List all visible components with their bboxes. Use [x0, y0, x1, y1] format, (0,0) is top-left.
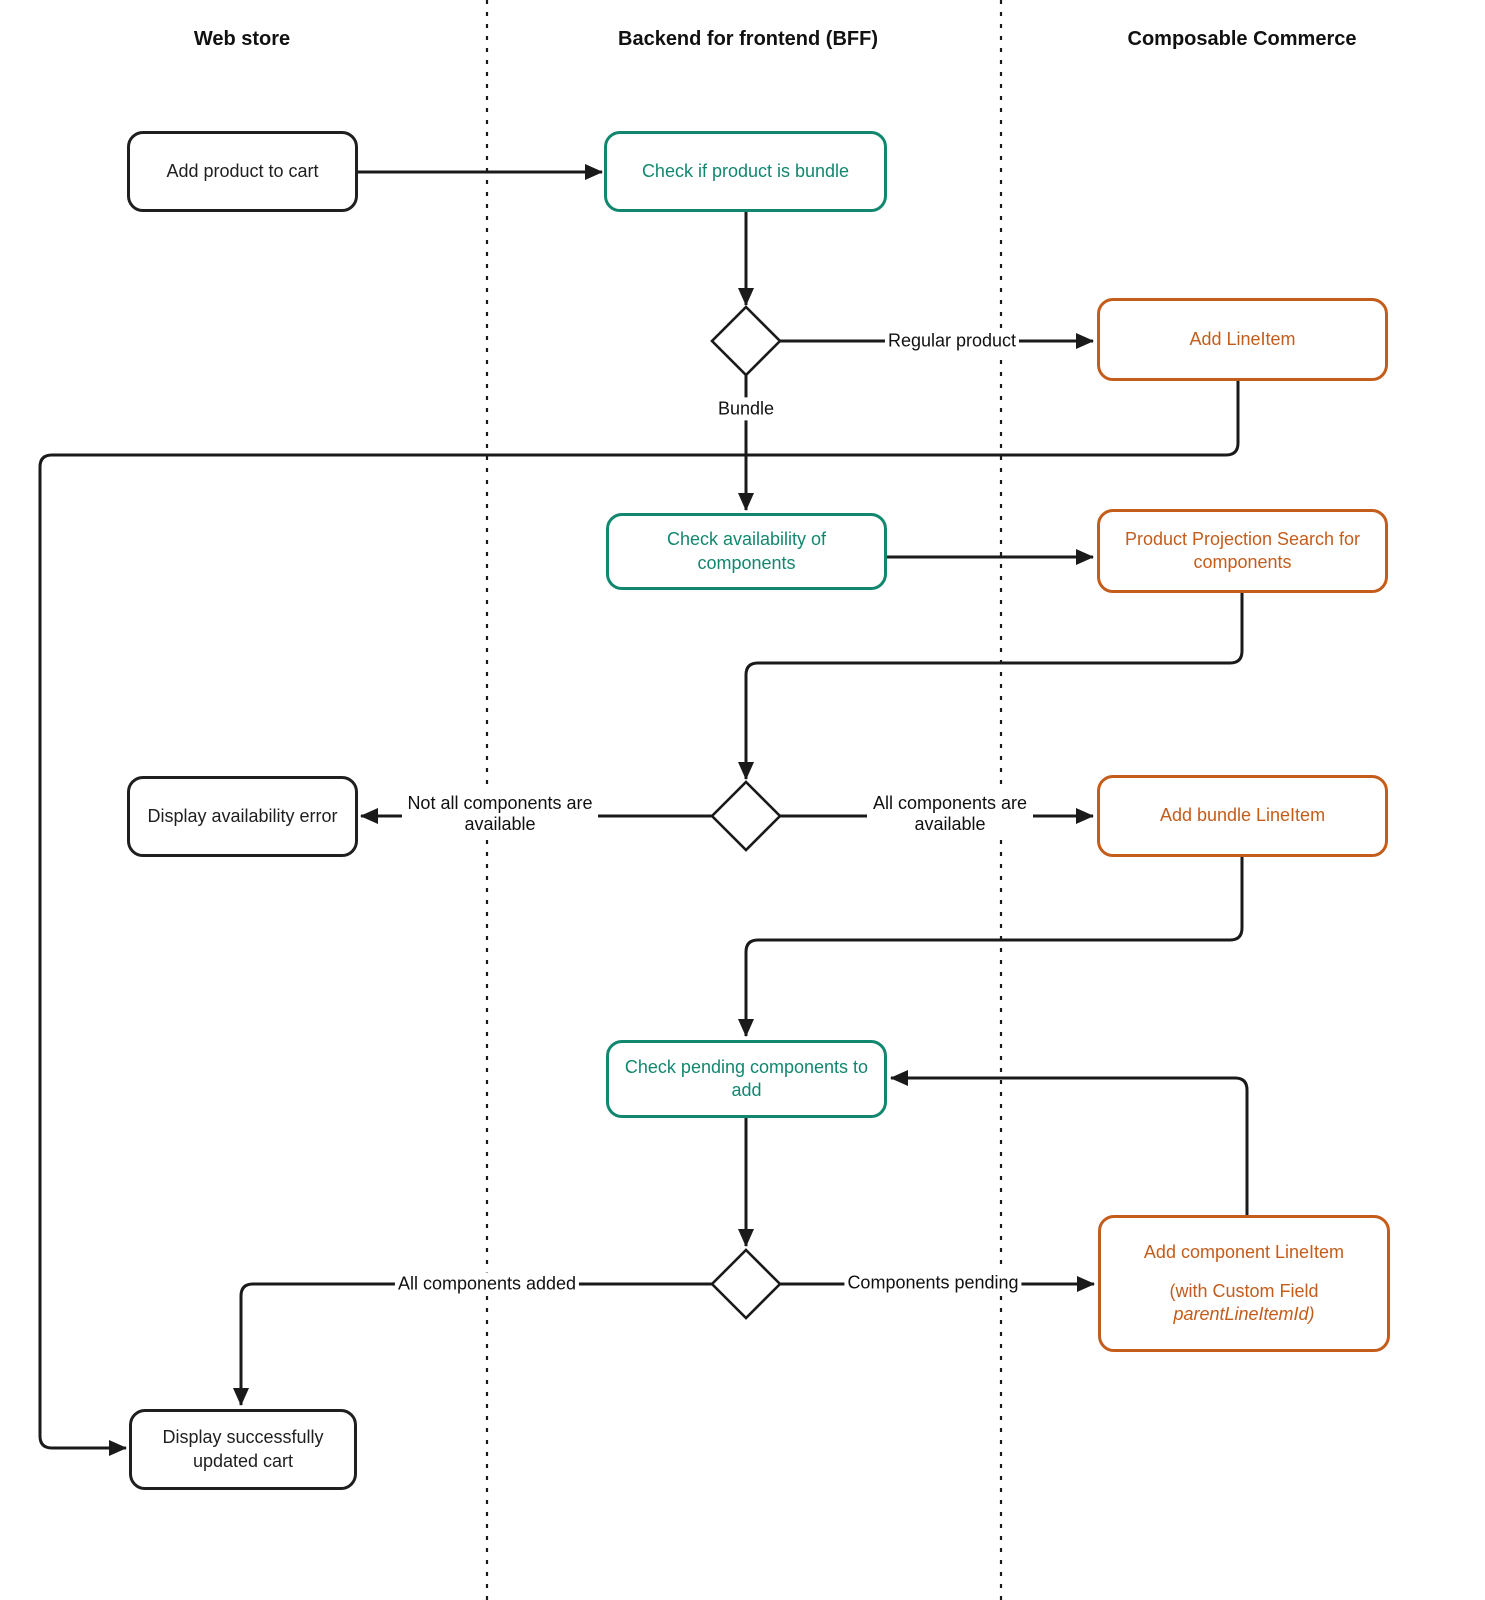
node-label: Add component LineItem: [1143, 1241, 1345, 1262]
node-label: Add product to cart: [166, 160, 319, 181]
node-label: Check if product is bundle: [641, 160, 850, 181]
node-add-bundle-lineitem: Add bundle LineItem: [1097, 775, 1388, 857]
node-check-availability-of-components: Check availability of components: [606, 513, 887, 590]
lane-title-bff: Backend for frontend (BFF): [618, 28, 878, 50]
edge-label-regular-product: Regular product: [884, 329, 1020, 353]
edge-productprojection-to-decision2: [738, 593, 1244, 780]
node-label: Product Projection Search for components: [1124, 528, 1361, 572]
lane-title-composable-commerce: Composable Commerce: [1127, 28, 1357, 50]
edge-addbundle-to-checkpending: [738, 857, 1244, 1037]
edge-label-components-pending: Components pending: [844, 1271, 1022, 1295]
node-add-product-to-cart: Add product to cart: [127, 131, 358, 212]
node-add-lineitem: Add LineItem: [1097, 298, 1388, 381]
decision-components-pending: [710, 1248, 782, 1320]
node-label: Add LineItem: [1189, 328, 1296, 349]
node-label: Display successfully updated cart: [162, 1427, 324, 1471]
decision-is-bundle: [710, 305, 782, 377]
node-label: Add bundle LineItem: [1159, 805, 1326, 826]
node-add-component-lineitem: Add component LineItem (with Custom Fiel…: [1098, 1215, 1390, 1352]
node-check-pending-components: Check pending components to add: [606, 1040, 887, 1118]
edge-label-all-components-available: All components are available: [867, 791, 1033, 837]
edge-label-not-all-components-available: Not all components are available: [402, 791, 598, 837]
lane-title-web-store: Web store: [193, 28, 291, 50]
node-display-updated-cart: Display successfully updated cart: [129, 1409, 357, 1490]
edge-addlineitem-to-displayupdated: [38, 381, 1240, 1456]
edge-label-all-components-added: All components added: [394, 1272, 580, 1296]
edge-decision3-added-to-displayupdated: [233, 1282, 712, 1406]
node-sublabel-italic: parentLineItemId): [1173, 1304, 1315, 1325]
decision-components-available: [710, 780, 782, 852]
node-product-projection-search: Product Projection Search for components: [1097, 509, 1388, 593]
node-label: Display availability error: [147, 805, 338, 826]
node-display-availability-error: Display availability error: [127, 776, 358, 857]
node-label: Check availability of components: [666, 529, 827, 573]
edge-addcomponent-to-checkpending-loop: [890, 1070, 1249, 1215]
node-check-if-product-is-bundle: Check if product is bundle: [604, 131, 887, 212]
node-label: Check pending components to add: [624, 1056, 869, 1100]
node-sublabel: (with Custom Field: [1169, 1280, 1319, 1301]
edge-label-bundle: Bundle: [714, 397, 778, 421]
